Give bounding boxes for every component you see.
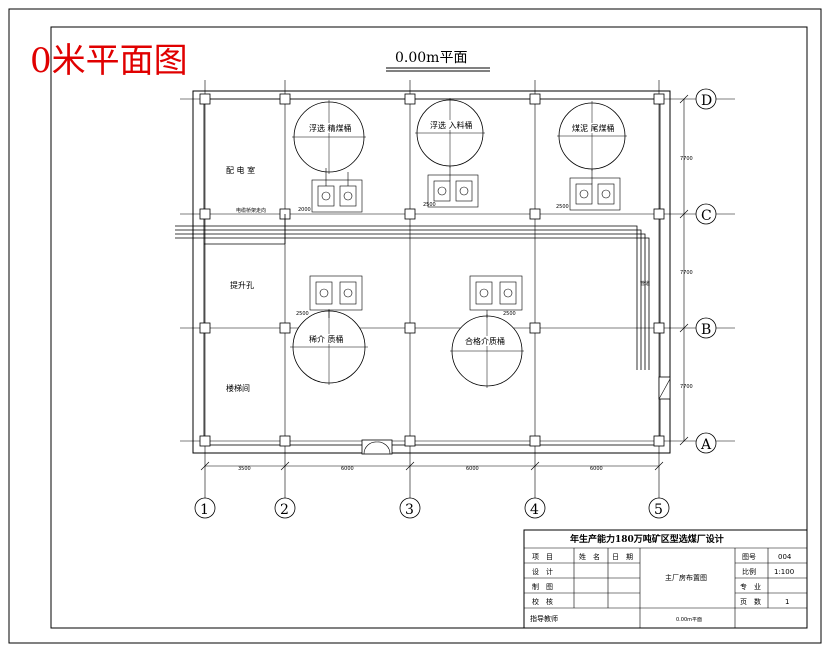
svg-text:1: 1 — [200, 502, 209, 518]
tb-pages-value: 1 — [785, 598, 789, 606]
axis-bubble-D: D — [695, 88, 717, 110]
axis-bubble-B: B — [695, 317, 717, 339]
tb-no-value: 004 — [778, 553, 792, 561]
tb-scale-label: 比例 — [742, 567, 756, 576]
pump-4 — [309, 275, 363, 318]
outer-frame — [8, 8, 822, 644]
tank-1: 浮选 精煤桶 — [292, 100, 366, 174]
tb-drawing-name: 主厂房布置图 — [665, 573, 707, 582]
tb-item: 项 目 — [532, 553, 553, 561]
dim-h-45: 6000 — [590, 466, 603, 472]
tank-2: 浮选 入料桶 — [415, 98, 485, 168]
tb-advisor: 指导教师 — [530, 614, 558, 623]
dim-h-34: 6000 — [466, 466, 479, 472]
pump-3 — [569, 169, 621, 211]
pipe-bundle — [175, 225, 650, 370]
tank-2-label: 浮选 入料桶 — [430, 120, 473, 130]
axis-bubble-4: 4 — [524, 497, 546, 519]
svg-text:D: D — [701, 93, 712, 109]
tank-4: 稀介 质桶 — [290, 309, 368, 385]
dim-v-ba: 7700 — [680, 384, 693, 390]
grid-lines — [180, 80, 735, 498]
axis-bubble-3: 3 — [399, 497, 421, 519]
tb-scale-value: 1:100 — [774, 568, 794, 576]
tank-1-label: 浮选 精煤桶 — [309, 123, 352, 133]
building-outer-wall — [192, 90, 671, 454]
title-block: 年生产能力180万吨矿区型选煤厂设计 项 目 姓 名 日 期 设 计 制 图 校… — [523, 529, 808, 629]
dim-p2: 2500 — [423, 202, 436, 208]
svg-text:2: 2 — [280, 502, 289, 518]
cable-label: 电缆桥架走向 — [236, 207, 266, 214]
dim-p1: 2000 — [298, 207, 311, 213]
tank-5: 合格介质桶 — [450, 314, 524, 388]
dim-p4: 2500 — [296, 311, 309, 317]
svg-text:4: 4 — [530, 502, 539, 518]
dim-p5: 2500 — [503, 311, 516, 317]
axis-bubble-1: 1 — [194, 497, 216, 519]
room-stair: 楼梯间 — [226, 383, 250, 393]
svg-text:A: A — [700, 437, 712, 453]
axis-bubble-5: 5 — [648, 497, 670, 519]
inner-frame — [50, 26, 808, 629]
pipe-label: 管道 — [640, 280, 650, 287]
tb-title: 年生产能力180万吨矿区型选煤厂设计 — [570, 533, 724, 545]
pump-5 — [469, 275, 523, 318]
dim-v-dc: 7700 — [680, 156, 693, 162]
svg-text:B: B — [701, 322, 711, 338]
plan-title: 0.00m平面 — [395, 50, 467, 66]
room-power: 配 电 室 — [226, 165, 255, 175]
dim-h-12: 3500 — [238, 466, 251, 472]
vertical-dimension — [679, 94, 689, 446]
tank-3: 煤泥 尾煤桶 — [557, 101, 627, 171]
axis-bubble-A: A — [695, 432, 717, 454]
horizontal-dimension — [200, 461, 664, 471]
tb-design: 设 计 — [532, 567, 553, 576]
tank-4-label: 稀介 质桶 — [309, 334, 344, 344]
tb-draw: 制 图 — [532, 582, 553, 591]
axis-bubble-2: 2 — [274, 497, 296, 519]
tb-pages-label: 页 数 — [740, 597, 761, 606]
tb-no-label: 图号 — [742, 553, 756, 561]
sheet-label: 0米平面图 — [30, 41, 188, 81]
svg-text:5: 5 — [654, 502, 663, 518]
pump-units — [309, 166, 621, 318]
tank-5-label: 合格介质桶 — [465, 336, 505, 346]
tank-3-label: 煤泥 尾煤桶 — [572, 123, 615, 133]
tb-date: 日 期 — [612, 553, 633, 561]
pump-1 — [311, 168, 363, 213]
pump-2 — [427, 166, 479, 208]
room-lift: 提升孔 — [230, 280, 254, 290]
axis-bubble-C: C — [695, 203, 717, 225]
dim-h-23: 6000 — [341, 466, 354, 472]
side-door — [658, 376, 671, 400]
svg-text:C: C — [701, 208, 712, 224]
tb-drawing-sub: 0.00m平面 — [676, 617, 702, 623]
tb-check: 校 核 — [532, 597, 553, 606]
main-entrance-door — [361, 439, 393, 455]
tb-major-label: 专 业 — [740, 582, 761, 591]
dim-p3: 2500 — [556, 204, 569, 210]
dim-v-cb: 7700 — [680, 270, 693, 276]
svg-text:3: 3 — [405, 502, 414, 518]
partitions — [204, 214, 286, 245]
tb-name: 姓 名 — [579, 552, 600, 561]
